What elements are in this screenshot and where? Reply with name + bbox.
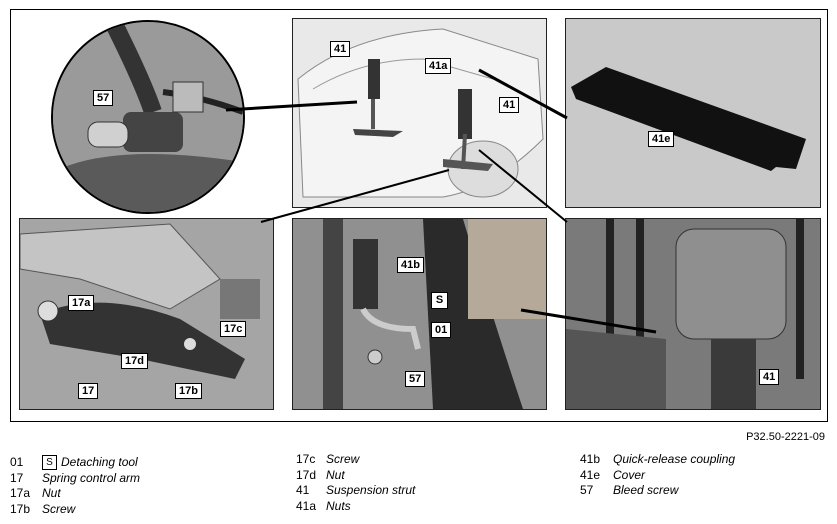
detaching-tool-icon: S [42,455,57,470]
legend-text: Detaching tool [61,455,138,469]
figure-reference: P32.50-2221-09 [746,431,825,443]
panel-vehicle-overview: 41 41a 41 [292,18,547,208]
callout-17c: 17c [220,321,247,337]
strut-drawing [566,219,820,409]
panel-suspension-strut: 41 [565,218,821,410]
callout-41-top: 41 [330,41,351,57]
callout-41e: 41e [648,131,675,147]
control-arm-drawing [20,219,273,409]
callout-57: 57 [93,90,114,106]
legend-item: 17 Spring control arm [10,471,140,487]
callout-41-strut: 41 [759,369,780,385]
legend-code: 17b [10,501,31,516]
legend-code: 41 [296,483,310,497]
legend-code: 57 [580,483,594,497]
detail-circle-bleed-screw: 57 [51,20,245,214]
legend-item: 17b Screw [10,502,140,518]
legend-item: 57 Bleed screw [580,483,735,499]
legend-code: 17 [10,470,24,485]
legend-code: 01 [10,455,24,469]
bleed-screw-drawing [53,22,243,212]
callout-41b: 41b [397,257,424,273]
illustration-frame: 57 41 41a 41 41e [10,9,828,422]
legend-code: 17d [296,467,317,482]
detaching-tool-icon: S [431,292,448,309]
legend-item: 17c Screw [296,452,415,468]
legend-text: Suspension strut [326,483,416,497]
legend-item: 41 Suspension strut [296,483,415,499]
cover-drawing [571,67,806,171]
legend-column-3: 41b Quick-release coupling 41e Cover 57 Ble… [580,452,735,499]
callout-57-coupling: 57 [405,371,426,387]
callout-17: 17 [78,383,99,399]
panel-spring-control-arm: 17a 17c 17d 17 17b [19,218,274,410]
legend-text: Spring control arm [42,470,141,485]
legend-column-1: 01 S Detaching tool 17 Spring control arm 1… [10,455,140,517]
legend-code: 17a [10,486,31,500]
panel-cover: 41e [565,18,821,208]
legend-item: 41e Cover [580,468,735,484]
callout-41-right: 41 [499,97,520,113]
legend-text: Bleed screw [613,483,679,497]
callout-17a: 17a [68,295,95,311]
legend-code: 41a [296,498,317,513]
legend-text: Nuts [326,498,351,513]
legend-item: 17d Nut [296,468,415,484]
legend-item: 17a Nut [10,486,140,502]
callout-41a: 41a [425,58,452,74]
legend-text: Screw [42,501,76,516]
panel-quick-release-coupling: 41b S 01 57 [292,218,547,410]
legend-code: 41e [580,467,601,482]
callout-17b: 17b [175,383,202,399]
legend-text: Quick-release coupling [613,452,736,466]
callout-01: 01 [431,322,452,338]
legend-item: 41b Quick-release coupling [580,452,735,468]
legend-text: Screw [326,452,360,466]
legend-item: 41a Nuts [296,499,415,515]
legend-item: 01 S Detaching tool [10,455,140,471]
callout-17d: 17d [121,353,148,369]
legend-code: 17c [296,452,316,466]
legend-code: 41b [580,452,601,466]
legend-text: Nut [326,467,345,482]
legend-text: Nut [42,486,61,500]
legend-column-2: 17c Screw 17d Nut 41 Suspension strut 41a Nu… [296,452,415,514]
legend-text: Cover [613,467,646,482]
